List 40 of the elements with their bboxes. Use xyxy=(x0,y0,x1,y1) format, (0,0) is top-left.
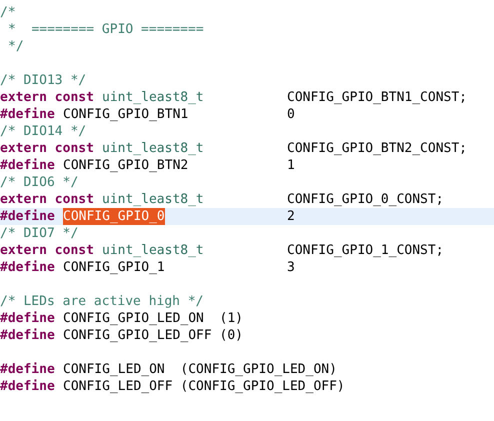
identifier: CONFIG_GPIO_BTN2_CONST; xyxy=(287,140,468,157)
identifier: CONFIG_GPIO_0_CONST; xyxy=(287,191,444,208)
identifier: CONFIG_GPIO_LED_OFF (0) xyxy=(63,327,244,344)
keyword: #define xyxy=(0,361,55,378)
identifier: CONFIG_LED_ON (CONFIG_GPIO_LED_ON) xyxy=(63,361,337,378)
type-name: uint_least8_t xyxy=(102,242,204,259)
keyword: #define xyxy=(0,106,55,123)
keyword: #define xyxy=(0,378,55,395)
keyword: extern const xyxy=(0,242,94,259)
selected-identifier: CONFIG_GPIO_0 xyxy=(63,208,165,225)
keyword: #define xyxy=(0,327,55,344)
identifier: CONFIG_GPIO_BTN2 xyxy=(63,157,188,174)
code-comment: /* DIO13 */ xyxy=(0,72,86,89)
identifier: CONFIG_GPIO_BTN1_CONST; xyxy=(287,89,468,106)
code-comment: /* DIO14 */ xyxy=(0,123,86,140)
keyword: extern const xyxy=(0,89,94,106)
value: 2 xyxy=(287,208,295,225)
value: 3 xyxy=(287,259,295,276)
code-comment: /* DIO6 */ xyxy=(0,174,78,191)
code-comment: /* DIO7 */ xyxy=(0,225,78,242)
keyword: #define xyxy=(0,157,55,174)
type-name: uint_least8_t xyxy=(102,140,204,157)
keyword: #define xyxy=(0,208,55,225)
type-name: uint_least8_t xyxy=(102,89,204,106)
identifier: CONFIG_GPIO_1_CONST; xyxy=(287,242,444,259)
keyword: #define xyxy=(0,259,55,276)
identifier: CONFIG_GPIO_LED_ON (1) xyxy=(63,310,244,327)
keyword: extern const xyxy=(0,140,94,157)
code-comment: * ======== GPIO ======== xyxy=(8,21,204,38)
value: 1 xyxy=(287,157,295,174)
value: 0 xyxy=(287,106,295,123)
keyword: #define xyxy=(0,310,55,327)
identifier: CONFIG_GPIO_BTN1 xyxy=(63,106,188,123)
type-name: uint_least8_t xyxy=(102,191,204,208)
identifier: CONFIG_LED_OFF (CONFIG_GPIO_LED_OFF) xyxy=(63,378,345,395)
code-comment: /* LEDs are active high */ xyxy=(0,293,204,310)
identifier: CONFIG_GPIO_1 xyxy=(63,259,165,276)
code-comment: */ xyxy=(8,38,24,55)
code-comment: /* xyxy=(0,4,16,21)
keyword: extern const xyxy=(0,191,94,208)
